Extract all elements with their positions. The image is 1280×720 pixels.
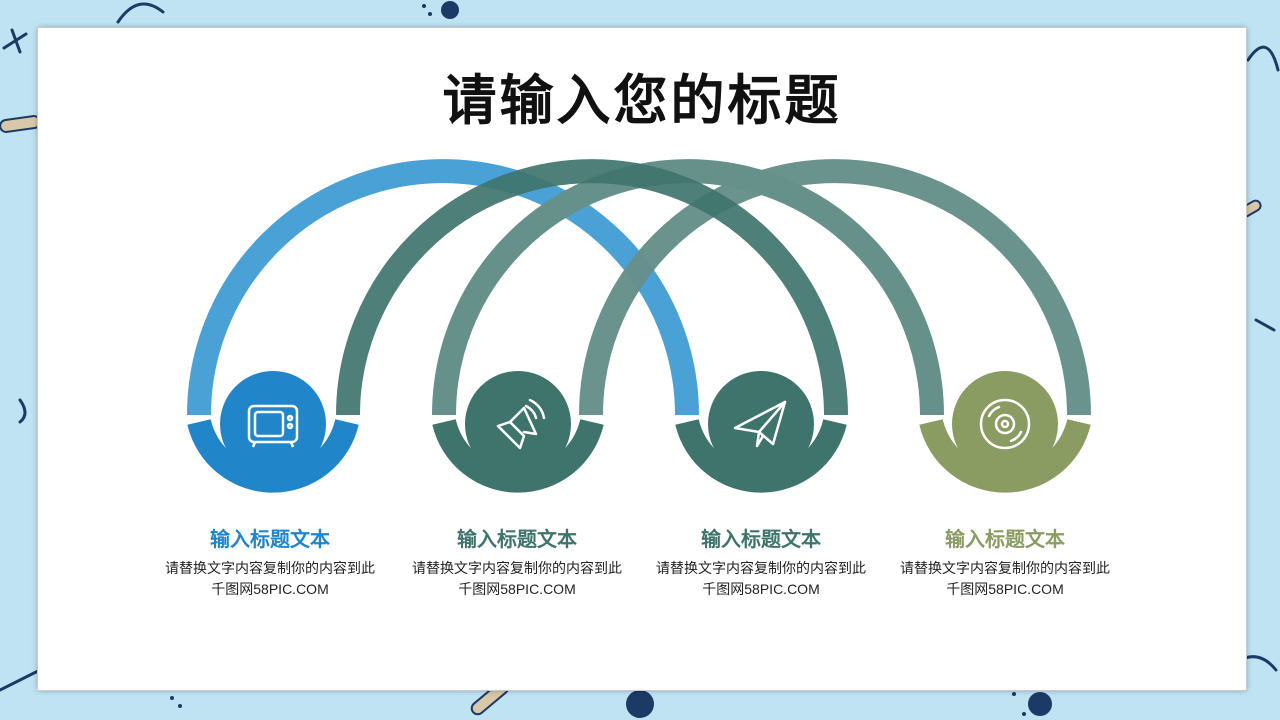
caption-3: 输入标题文本 请替换文字内容复制你的内容到此千图网58PIC.COM [641,526,881,600]
arc-4 [579,159,1091,416]
caption-description: 请替换文字内容复制你的内容到此千图网58PIC.COM [412,560,622,597]
icon-disc-4 [952,371,1058,477]
lower-ring-1 [187,418,359,493]
icon-disc-3 [708,371,814,477]
caption-title: 输入标题文本 [945,529,1065,551]
arc-2 [336,159,848,416]
caption-description: 请替换文字内容复制你的内容到此千图网58PIC.COM [165,560,375,597]
speaker-icon [496,398,546,450]
caption-title: 输入标题文本 [210,529,330,551]
caption-title: 输入标题文本 [701,529,821,551]
slide-title: 请输入您的标题 [442,68,842,132]
arc-3 [432,159,944,416]
slide-canvas: 请输入您的标题 [38,28,1246,690]
doodle-bone [2,28,28,54]
caption-title: 输入标题文本 [457,529,577,551]
caption-description: 请替换文字内容复制你的内容到此千图网58PIC.COM [900,560,1110,597]
paper-plane-icon [733,400,787,448]
caption-description: 请替换文字内容复制你的内容到此千图网58PIC.COM [656,560,866,597]
disc-icon [979,398,1031,450]
doodle-ear [116,2,165,24]
tv-icon [247,404,299,448]
caption-4: 输入标题文本 请替换文字内容复制你的内容到此千图网58PIC.COM [885,526,1125,600]
icon-disc-1 [220,371,326,477]
caption-2: 输入标题文本 请替换文字内容复制你的内容到此千图网58PIC.COM [397,526,637,600]
icon-disc-2 [465,371,571,477]
lower-ring-4 [919,418,1091,493]
lower-ring-2 [432,418,604,493]
lower-ring-3 [675,418,847,493]
arc-diagram [187,159,1091,493]
caption-1: 输入标题文本 请替换文字内容复制你的内容到此千图网58PIC.COM [150,526,390,600]
arc-1 [187,159,699,416]
